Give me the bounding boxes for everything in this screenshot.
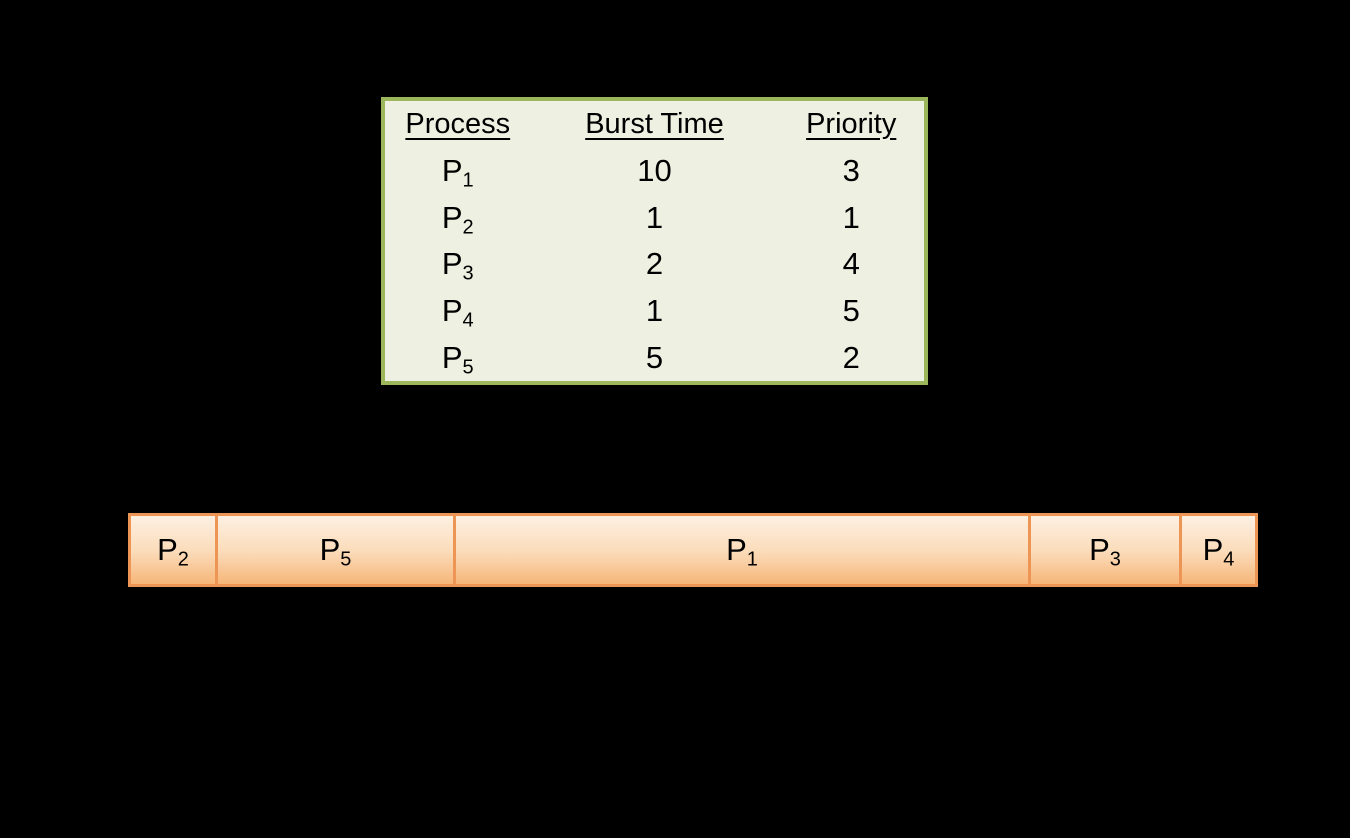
process-subscript: 3 (1109, 548, 1121, 571)
process-cell: P3 (441, 246, 474, 285)
process-cell: P1 (441, 152, 474, 192)
col-header-process: Process (405, 107, 511, 140)
gantt-cell-p5: P5 (218, 516, 456, 584)
burst-time-cell: 10 (637, 152, 672, 188)
gantt-cell-p3: P3 (1031, 516, 1182, 584)
process-subscript: 4 (462, 309, 474, 332)
process-subscript: 4 (1223, 548, 1235, 571)
process-cell: P4 (441, 292, 474, 332)
col-header-burst-time: Burst Time (585, 107, 724, 140)
process-subscript: 2 (462, 216, 474, 239)
process-table: Process Burst Time Priority P1 10 3 P2 1… (381, 97, 928, 385)
priority-cell: 3 (842, 152, 860, 188)
burst-time-cell: 1 (645, 199, 664, 235)
priority-cell: 1 (842, 199, 860, 235)
gantt-cell-p4: P4 (1182, 516, 1255, 584)
col-header-priority: Priority (806, 107, 897, 140)
gantt-cell-p1: P1 (456, 516, 1031, 584)
process-cell: P5 (441, 339, 474, 379)
process-subscript: 5 (462, 356, 474, 379)
priority-cell: 4 (842, 246, 860, 282)
priority-cell: 2 (842, 339, 860, 375)
burst-time-cell: 5 (645, 339, 664, 375)
process-subscript: 1 (746, 548, 758, 571)
burst-time-cell: 2 (645, 246, 664, 282)
gantt-cell-p2: P2 (131, 516, 218, 584)
process-subscript: 3 (462, 262, 474, 285)
process-cell: P2 (441, 199, 474, 239)
gantt-chart: P2 P5 P1 P3 P4 (128, 513, 1258, 587)
process-subscript: 5 (340, 548, 352, 571)
process-subscript: 2 (177, 548, 189, 571)
process-subscript: 1 (462, 169, 474, 192)
burst-time-cell: 1 (645, 292, 664, 328)
priority-cell: 5 (842, 292, 860, 328)
